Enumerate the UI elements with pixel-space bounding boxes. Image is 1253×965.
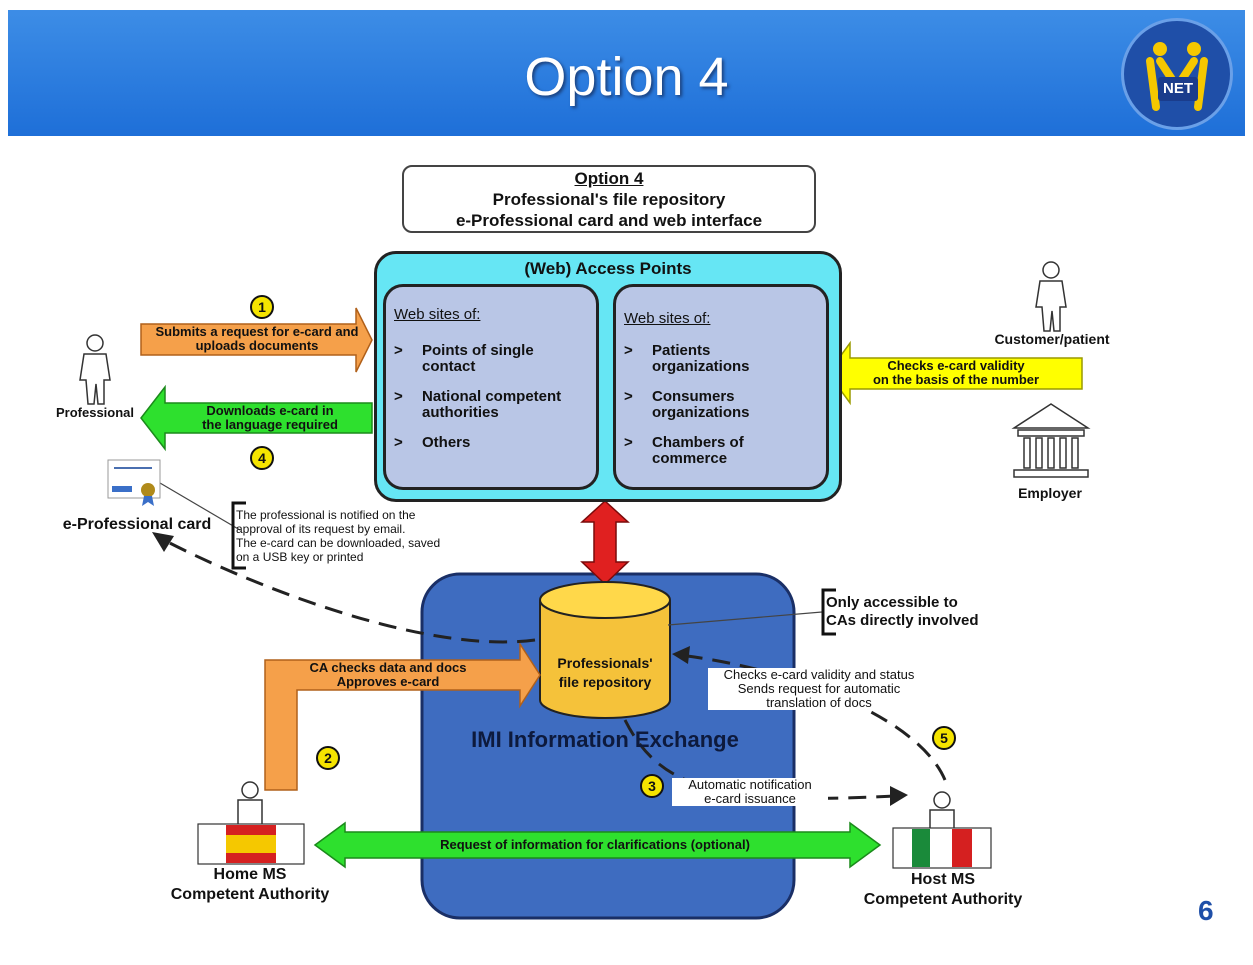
ca-checks-line: CA checks data and docs bbox=[309, 660, 467, 675]
slide-title: Option 4 bbox=[524, 47, 729, 107]
home-authority-line: Home MS bbox=[213, 866, 287, 883]
repository-cylinder bbox=[539, 600, 671, 719]
bullet-icon: > bbox=[624, 434, 633, 451]
download-label-line: the language required bbox=[202, 417, 338, 432]
header-bar: Option 4 bbox=[8, 10, 1245, 136]
right-item: Consumers organizations bbox=[652, 388, 750, 421]
auto-notify-line: Automatic notification bbox=[688, 777, 812, 792]
check-validity-line: on the basis of the number bbox=[872, 372, 1040, 387]
host-authority-icon bbox=[892, 791, 992, 869]
title-box-line3: e-Professional card and web interface bbox=[455, 211, 763, 230]
ca-checks-line: Approves e-card bbox=[336, 674, 440, 689]
ca-checks-arrow bbox=[264, 641, 541, 791]
host-authority-line: Host MS bbox=[911, 871, 975, 888]
ca-checks-label: CA checks data and docs Approves e-card bbox=[296, 661, 480, 689]
ecard-arrowhead-icon bbox=[152, 532, 174, 552]
check-validity-line: Checks e-card validity bbox=[887, 358, 1025, 373]
notified-line: The professional is notified on the bbox=[236, 508, 416, 522]
host-check-line: Checks e-card validity and status bbox=[723, 667, 915, 682]
logo-text: NET bbox=[1158, 77, 1198, 101]
customer-person-icon bbox=[1035, 261, 1067, 332]
right-heading: Web sites of: bbox=[624, 310, 711, 327]
bullet-icon: > bbox=[394, 388, 403, 405]
page-number: 6 bbox=[1198, 895, 1214, 926]
left-item: Others bbox=[422, 434, 471, 451]
employer-building-icon bbox=[1011, 403, 1091, 478]
submit-label: Submits a request for e-card and uploads… bbox=[146, 325, 368, 353]
right-item: Patients organizations bbox=[652, 342, 750, 375]
note-connector bbox=[159, 482, 241, 531]
host-authority-label: Host MS Competent Authority bbox=[843, 870, 1043, 910]
access-points-left-panel: Web sites of: > Points of single contact… bbox=[383, 284, 599, 490]
auto-notify-line: e-card issuance bbox=[704, 791, 796, 806]
title-box-line1: Option 4 bbox=[574, 169, 644, 188]
host-check-line: translation of docs bbox=[766, 695, 872, 710]
notified-note: The professional is notified on the appr… bbox=[236, 508, 476, 564]
download-label: Downloads e-card in the language require… bbox=[170, 404, 370, 432]
accessible-note: Only accessible to CAs directly involved bbox=[826, 594, 1026, 630]
bullet-icon: > bbox=[624, 388, 633, 405]
download-label-line: Downloads e-card in bbox=[206, 403, 334, 418]
notify-dashed-arrow bbox=[623, 719, 896, 800]
exchange-label: IMI Information Exchange bbox=[471, 727, 739, 752]
access-points-box: (Web) Access Points Web sites of: > Poin… bbox=[374, 251, 842, 502]
access-points-title: (Web) Access Points bbox=[524, 259, 692, 278]
step-5-badge: 5 bbox=[932, 726, 956, 750]
check-validity-label: Checks e-card validity on the basis of t… bbox=[850, 359, 1062, 387]
ecard-label: e-Professional card bbox=[62, 516, 212, 533]
title-box-line2: Professional's file repository bbox=[492, 190, 726, 209]
notified-line: on a USB key or printed bbox=[236, 550, 364, 564]
home-authority-icon bbox=[197, 781, 305, 865]
home-authority-line: Competent Authority bbox=[170, 886, 330, 903]
employer-label: Employer bbox=[1018, 485, 1082, 501]
ecard-dashed-arrow bbox=[159, 536, 536, 644]
option-title-box: Option 4 Professional's file repository … bbox=[402, 165, 816, 233]
notify-arrowhead-icon bbox=[890, 786, 908, 806]
home-authority-label: Home MS Competent Authority bbox=[150, 865, 350, 905]
bullet-icon: > bbox=[394, 434, 403, 451]
left-item: Points of single contact bbox=[422, 342, 534, 375]
professional-label: Professional bbox=[55, 405, 135, 420]
red-double-arrow bbox=[580, 499, 630, 586]
repository-label-line: Professionals' bbox=[557, 655, 653, 671]
note-bracket bbox=[821, 588, 836, 636]
bullet-icon: > bbox=[624, 342, 633, 359]
request-info-arrow bbox=[313, 821, 882, 869]
step-3-badge: 3 bbox=[640, 774, 664, 798]
download-arrow bbox=[140, 384, 373, 452]
host-check-arrowhead-icon bbox=[672, 646, 690, 664]
submit-arrow bbox=[140, 307, 373, 373]
host-check-line: Sends request for automatic bbox=[737, 681, 901, 696]
bullet-icon: > bbox=[394, 342, 403, 359]
professional-person-icon bbox=[79, 334, 111, 405]
left-item: National competent authorities bbox=[422, 388, 562, 421]
note-bracket bbox=[231, 501, 246, 570]
notified-line: approval of its request by email. bbox=[236, 522, 406, 536]
step-2-badge: 2 bbox=[316, 746, 340, 770]
submit-label-line: Submits a request for e-card and bbox=[155, 324, 359, 339]
ecard-icon bbox=[107, 459, 161, 506]
step-1-badge: 1 bbox=[250, 295, 274, 319]
access-points-right-panel: Web sites of: > Patients organizations >… bbox=[613, 284, 829, 490]
submit-label-line: uploads documents bbox=[195, 338, 319, 353]
request-info-label: Request of information for clarification… bbox=[440, 837, 750, 852]
step-4-badge: 4 bbox=[250, 446, 274, 470]
host-authority-line: Competent Authority bbox=[863, 891, 1023, 908]
repository-cylinder-top bbox=[539, 581, 671, 619]
repository-label-line: file repository bbox=[558, 674, 652, 690]
customer-label: Customer/patient bbox=[994, 331, 1110, 347]
right-item: Chambers of commerce bbox=[652, 435, 744, 465]
accessible-line: CAs directly involved bbox=[826, 612, 979, 629]
accessible-line: Only accessible to bbox=[826, 594, 958, 611]
notified-line: The e-card can be downloaded, saved bbox=[236, 536, 441, 550]
repository-label: Professionals' file repository bbox=[540, 654, 670, 692]
imi-net-logo: NET bbox=[1121, 18, 1233, 130]
note-connector bbox=[667, 611, 823, 626]
auto-notify-label: Automatic notification e-card issuance bbox=[672, 778, 828, 806]
left-heading: Web sites of: bbox=[394, 306, 481, 323]
host-check-label: Checks e-card validity and status Sends … bbox=[708, 668, 930, 710]
